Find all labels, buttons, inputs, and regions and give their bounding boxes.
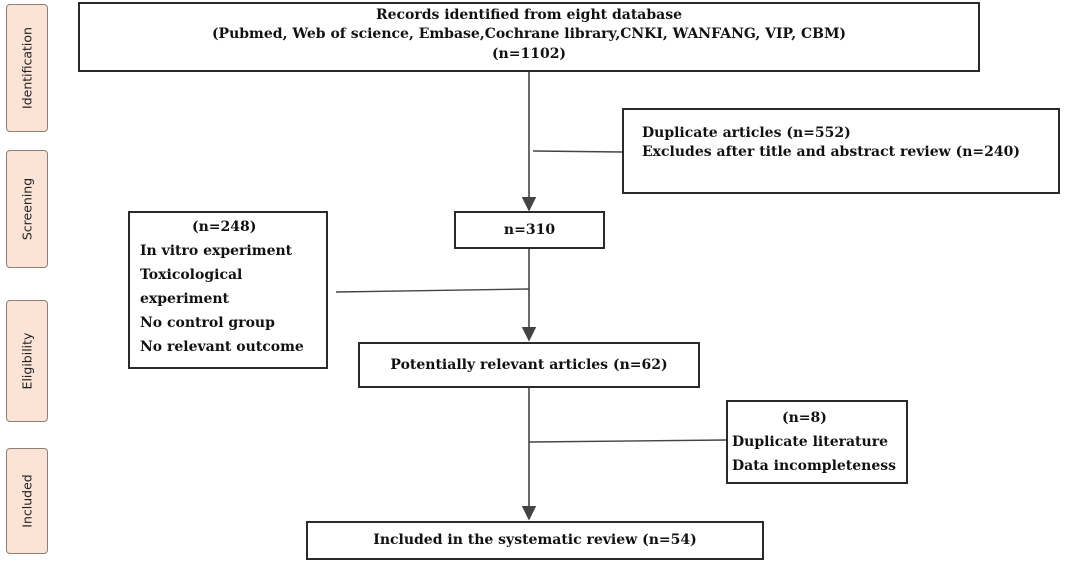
branch-to-exclusion2 — [335, 288, 530, 293]
exclusion3-reason: Duplicate literature — [732, 434, 888, 450]
exclusion2-reason: No relevant outcome — [140, 339, 304, 355]
screened-count: n=310 — [503, 222, 556, 238]
exclusion-box-included: (n=8) Duplicate literature Data incomple… — [726, 400, 908, 484]
exclusion3-count: (n=8) — [782, 410, 827, 426]
branch-to-exclusion1 — [532, 150, 623, 153]
records-title: Records identified from eight database — [375, 7, 683, 23]
duplicate-articles-count: Duplicate articles (n=552) — [642, 125, 851, 141]
eligible-count: Potentially relevant articles (n=62) — [390, 357, 668, 373]
included-count: Included in the systematic review (n=54) — [373, 532, 697, 548]
records-identified-box: Records identified from eight database (… — [78, 2, 980, 72]
stage-eligibility: Eligibility — [6, 300, 48, 422]
stage-screening: Screening — [6, 150, 48, 268]
exclusion2-reason: No control group — [140, 315, 275, 331]
exclusion3-reason: Data incompleteness — [732, 458, 897, 474]
eligible-box: Potentially relevant articles (n=62) — [358, 342, 700, 388]
stage-included: Included — [6, 448, 48, 554]
exclusion2-reason: Toxicological — [140, 267, 243, 283]
exclusion-box-screening: Duplicate articles (n=552) Excludes afte… — [622, 108, 1060, 194]
included-box: Included in the systematic review (n=54) — [306, 521, 764, 560]
title-abstract-exclusions: Excludes after title and abstract review… — [642, 144, 1020, 161]
exclusion-box-eligibility: (n=248) In vitro experiment Toxicologica… — [128, 211, 328, 369]
records-count: (n=1102) — [491, 45, 567, 62]
exclusion2-count: (n=248) — [192, 219, 257, 235]
screened-box: n=310 — [454, 211, 605, 249]
exclusion2-reason: In vitro experiment — [140, 243, 293, 259]
stage-identification: Identification — [6, 4, 48, 132]
branch-to-exclusion3 — [528, 439, 727, 443]
exclusion2-reason: experiment — [140, 291, 230, 307]
records-databases: (Pubmed, Web of science, Embase,Cochrane… — [211, 26, 847, 43]
